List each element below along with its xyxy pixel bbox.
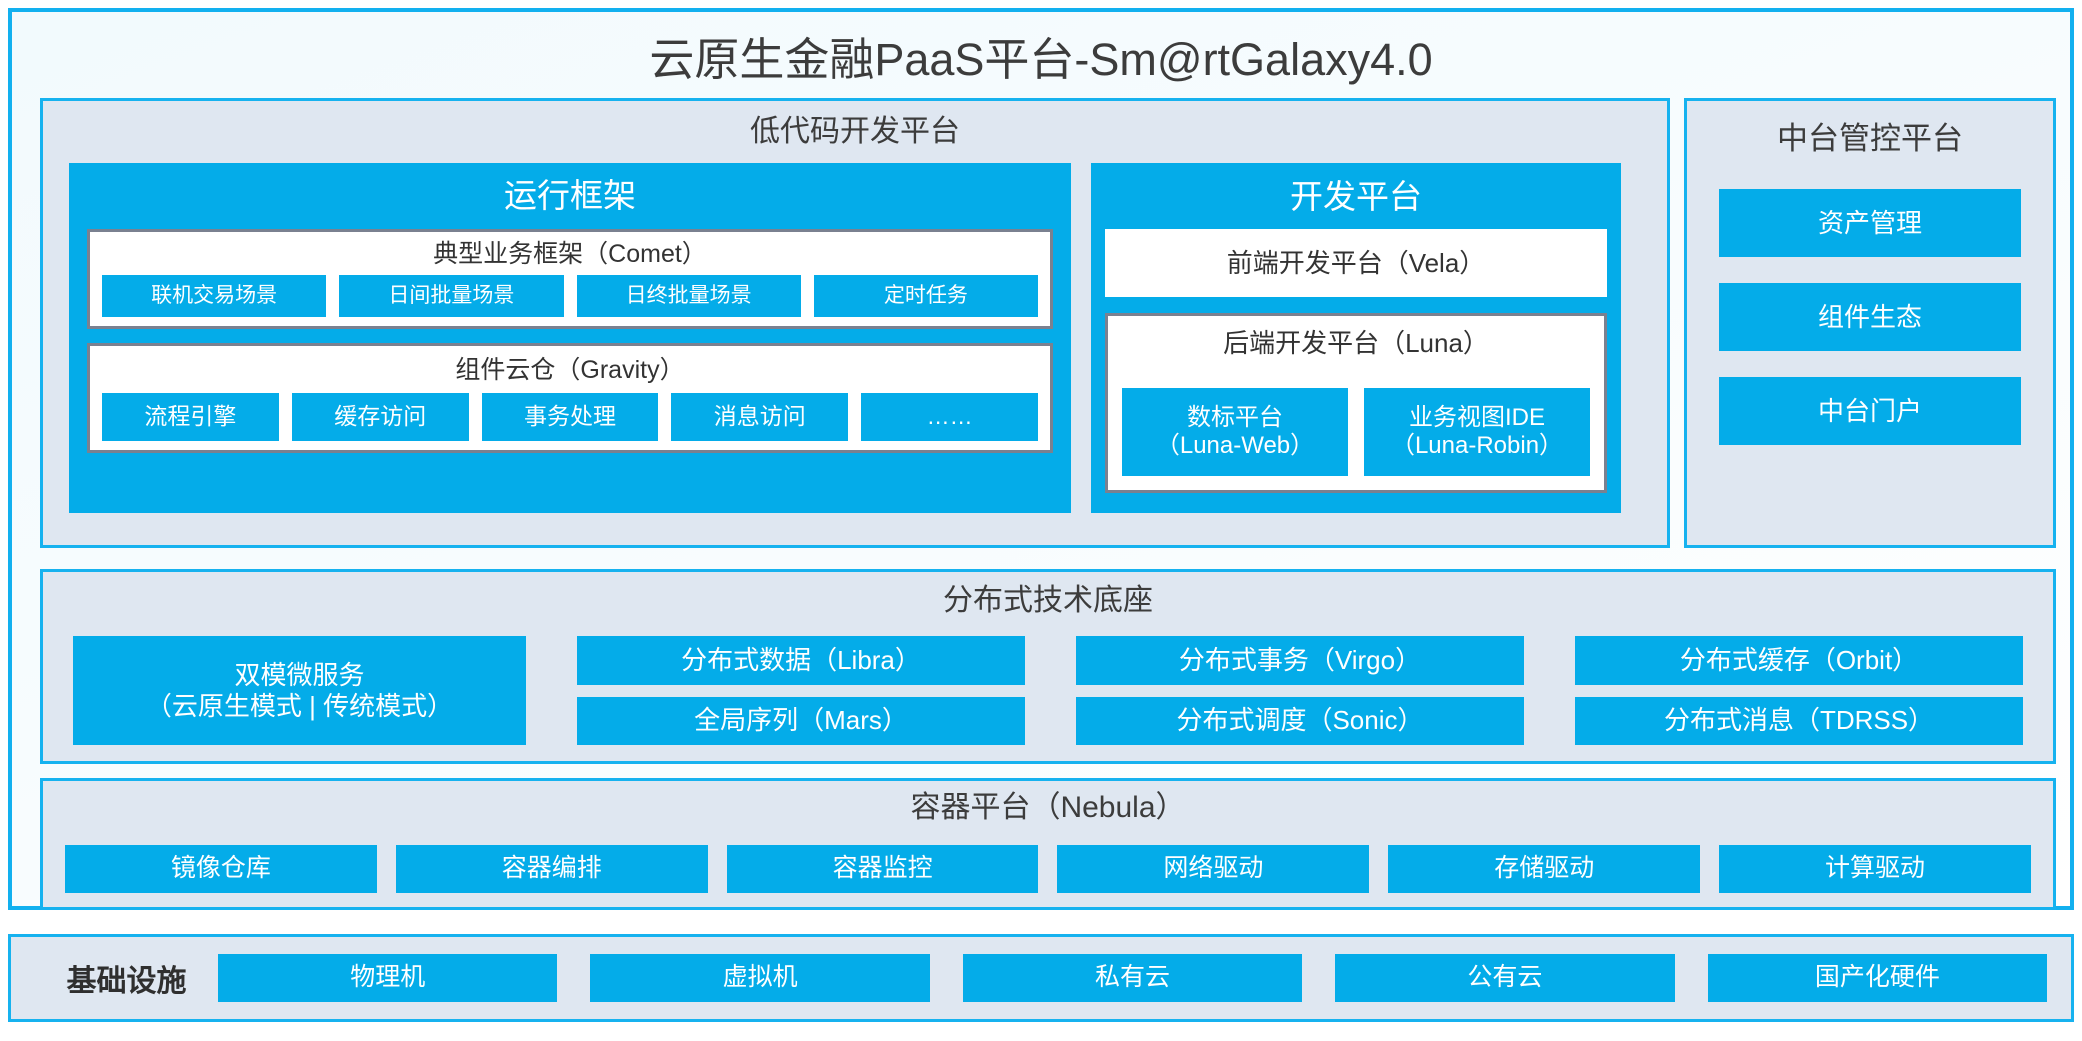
control-platform-item-list: 资产管理 组件生态 中台门户 — [1719, 189, 2021, 445]
page-title: 云原生金融PaaS平台-Sm@rtGalaxy4.0 — [649, 34, 1433, 85]
luna-item-data-standard-platform[interactable]: 数标平台 （Luna-Web） — [1122, 388, 1348, 476]
gravity-component-repo-box: 组件云仓（Gravity） 流程引擎 缓存访问 事务处理 消息访问 …… — [87, 343, 1053, 453]
dual-mode-microservice-line1: 双模微服务 — [234, 659, 365, 690]
runtime-framework-title: 运行框架 — [504, 177, 636, 214]
luna-item-business-view-ide[interactable]: 业务视图IDE （Luna-Robin） — [1364, 388, 1590, 476]
gravity-item-cache-access[interactable]: 缓存访问 — [291, 393, 469, 441]
comet-title: 典型业务框架（Comet） — [433, 240, 707, 268]
distributed-data-libra[interactable]: 分布式数据（Libra） — [577, 636, 1025, 685]
container-platform-panel: 容器平台（Nebula） 镜像仓库 容器编排 容器监控 网络驱动 存储驱动 计算… — [40, 778, 2056, 910]
infra-item-virtual-machine[interactable]: 虚拟机 — [590, 954, 930, 1002]
infra-item-private-cloud[interactable]: 私有云 — [962, 954, 1303, 1002]
infra-item-physical-machine[interactable]: 物理机 — [218, 954, 558, 1002]
distributed-cache-orbit[interactable]: 分布式缓存（Orbit） — [1575, 636, 2023, 685]
backend-dev-platform-title: 后端开发平台（Luna） — [1223, 328, 1489, 358]
control-item-asset-management[interactable]: 资产管理 — [1719, 189, 2021, 257]
distributed-base-col-microservice: 双模微服务 （云原生模式 | 传统模式） — [73, 636, 526, 745]
comet-item-endofday-batch[interactable]: 日终批量场景 — [576, 275, 801, 317]
luna-web-name: 数标平台 — [1187, 403, 1283, 431]
comet-item-row: 联机交易场景 日间批量场景 日终批量场景 定时任务 — [102, 275, 1038, 317]
development-platform-title: 开发平台 — [1290, 178, 1422, 215]
gravity-item-row: 流程引擎 缓存访问 事务处理 消息访问 …… — [102, 393, 1038, 441]
distributed-schedule-sonic[interactable]: 分布式调度（Sonic） — [1076, 696, 1524, 745]
luna-robin-name: 业务视图IDE — [1408, 403, 1545, 431]
frontend-dev-platform-label: 前端开发平台（Vela） — [1226, 248, 1486, 278]
distributed-base-panel: 分布式技术底座 双模微服务 （云原生模式 | 传统模式） 分布式数据（Libra… — [40, 569, 2056, 764]
dual-mode-microservice-box[interactable]: 双模微服务 （云原生模式 | 传统模式） — [73, 636, 526, 745]
luna-robin-code: （Luna-Robin） — [1390, 432, 1564, 459]
comet-item-online-transaction[interactable]: 联机交易场景 — [102, 275, 327, 317]
container-platform-item-row: 镜像仓库 容器编排 容器监控 网络驱动 存储驱动 计算驱动 — [65, 845, 2031, 893]
dual-mode-microservice-line2: （云原生模式 | 传统模式） — [145, 690, 454, 721]
container-item-orchestration[interactable]: 容器编排 — [395, 845, 708, 893]
comet-item-scheduled-task[interactable]: 定时任务 — [813, 275, 1038, 317]
control-platform-panel: 中台管控平台 资产管理 组件生态 中台门户 — [1684, 98, 2056, 548]
infrastructure-panel: 基础设施 物理机 虚拟机 私有云 公有云 国产化硬件 — [8, 934, 2074, 1022]
platform-container: 云原生金融PaaS平台-Sm@rtGalaxy4.0 低代码开发平台 运行框架 … — [8, 8, 2074, 910]
gravity-item-transaction-processing[interactable]: 事务处理 — [481, 393, 659, 441]
comet-item-daytime-batch[interactable]: 日间批量场景 — [339, 275, 564, 317]
infra-item-domestic-hardware[interactable]: 国产化硬件 — [1707, 954, 2048, 1002]
control-item-component-ecosystem[interactable]: 组件生态 — [1719, 283, 2021, 351]
distributed-base-title: 分布式技术底座 — [943, 584, 1153, 617]
container-item-image-registry[interactable]: 镜像仓库 — [65, 845, 377, 893]
distributed-transaction-virgo[interactable]: 分布式事务（Virgo） — [1076, 636, 1524, 685]
container-item-storage-driver[interactable]: 存储驱动 — [1388, 845, 1701, 893]
backend-dev-platform-box: 后端开发平台（Luna） 数标平台 （Luna-Web） 业务视图IDE （Lu… — [1105, 313, 1607, 493]
frontend-dev-platform-box[interactable]: 前端开发平台（Vela） — [1105, 229, 1607, 297]
gravity-item-more[interactable]: …… — [861, 393, 1038, 441]
infrastructure-label: 基础设施 — [66, 965, 187, 998]
control-item-portal[interactable]: 中台门户 — [1719, 377, 2021, 445]
distributed-base-grid: 双模微服务 （云原生模式 | 传统模式） 分布式数据（Libra） 全局序列（M… — [73, 636, 2023, 745]
infrastructure-item-row: 物理机 虚拟机 私有云 公有云 国产化硬件 — [218, 954, 2048, 1002]
gravity-title: 组件云仓（Gravity） — [455, 356, 685, 384]
control-platform-title: 中台管控平台 — [1777, 121, 1963, 156]
infra-item-public-cloud[interactable]: 公有云 — [1335, 954, 1675, 1002]
container-item-network-driver[interactable]: 网络驱动 — [1057, 845, 1370, 893]
low-code-platform-panel: 低代码开发平台 运行框架 典型业务框架（Comet） 联机交易场景 日间批量场景… — [40, 98, 1670, 548]
infrastructure-inner: 基础设施 物理机 虚拟机 私有云 公有云 国产化硬件 — [11, 937, 2071, 1019]
container-item-monitoring[interactable]: 容器监控 — [726, 845, 1039, 893]
comet-business-framework-box: 典型业务框架（Comet） 联机交易场景 日间批量场景 日终批量场景 定时任务 — [87, 229, 1053, 329]
runtime-framework-block: 运行框架 典型业务框架（Comet） 联机交易场景 日间批量场景 日终批量场景 … — [69, 163, 1071, 513]
distributed-base-col-3: 分布式缓存（Orbit） 分布式消息（TDRSS） — [1575, 636, 2023, 745]
container-item-compute-driver[interactable]: 计算驱动 — [1719, 845, 2031, 893]
distributed-base-col-2: 分布式事务（Virgo） 分布式调度（Sonic） — [1076, 636, 1524, 745]
global-sequence-mars[interactable]: 全局序列（Mars） — [577, 696, 1025, 745]
distributed-message-tdrss[interactable]: 分布式消息（TDRSS） — [1575, 696, 2023, 745]
luna-web-code: （Luna-Web） — [1155, 432, 1315, 459]
gravity-item-message-access[interactable]: 消息访问 — [671, 393, 849, 441]
development-platform-block: 开发平台 前端开发平台（Vela） 后端开发平台（Luna） 数标平台 （Lun… — [1091, 163, 1621, 513]
container-platform-title: 容器平台（Nebula） — [910, 791, 1186, 824]
low-code-platform-title: 低代码开发平台 — [750, 115, 960, 148]
gravity-item-process-engine[interactable]: 流程引擎 — [102, 393, 279, 441]
luna-item-row: 数标平台 （Luna-Web） 业务视图IDE （Luna-Robin） — [1122, 388, 1590, 476]
distributed-base-col-1: 分布式数据（Libra） 全局序列（Mars） — [577, 636, 1025, 745]
